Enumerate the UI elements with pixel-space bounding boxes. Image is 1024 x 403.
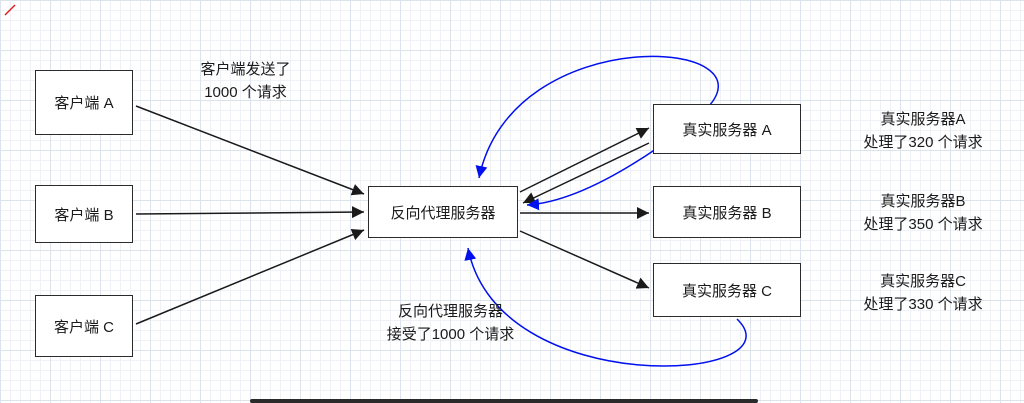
arrow-proxy-to-server-c <box>519 230 650 289</box>
stray-red-mark <box>4 4 16 16</box>
client-b-label: 客户端 B <box>54 206 114 224</box>
server-b-box[interactable]: 真实服务器 B <box>653 186 801 238</box>
annotation-server-a-line1: 真实服务器A <box>880 111 966 128</box>
server-c-label: 真实服务器 C <box>681 282 772 300</box>
annotation-clients-sent-line1: 客户端发送了 <box>200 61 291 78</box>
reverse-proxy-box[interactable]: 反向代理服务器 <box>368 186 518 238</box>
annotation-server-b-line1: 真实服务器B <box>880 193 966 210</box>
annotation-proxy-received: 反向代理服务器 接受了1000 个请求 <box>358 300 543 346</box>
annotation-proxy-received-line1: 反向代理服务器 <box>397 303 503 320</box>
response-curve-server-a-to-proxy <box>526 148 657 211</box>
arrow-client-c-to-proxy <box>135 229 365 325</box>
annotation-server-b-line2: 处理了350 个请求 <box>863 216 983 233</box>
client-b-box[interactable]: 客户端 B <box>35 185 133 243</box>
client-c-box[interactable]: 客户端 C <box>35 295 133 357</box>
server-a-box[interactable]: 真实服务器 A <box>653 104 801 154</box>
client-c-label: 客户端 C <box>53 318 114 336</box>
annotation-server-c-line1: 真实服务器C <box>880 273 966 290</box>
annotation-proxy-received-line2: 接受了1000 个请求 <box>386 326 515 343</box>
arrow-server-a-to-proxy <box>522 142 650 204</box>
arrow-client-a-to-proxy <box>135 105 365 196</box>
annotation-server-c-handled: 真实服务器C 处理了330 个请求 <box>838 270 1008 316</box>
annotation-clients-sent: 客户端发送了 1000 个请求 <box>168 58 323 104</box>
annotation-server-b-handled: 真实服务器B 处理了350 个请求 <box>838 190 1008 236</box>
annotation-server-a-line2: 处理了320 个请求 <box>863 134 983 151</box>
horizontal-scrollbar-thumb[interactable] <box>250 399 758 403</box>
server-b-label: 真实服务器 B <box>682 204 772 222</box>
arrow-client-b-to-proxy <box>135 206 365 219</box>
reverse-proxy-label: 反向代理服务器 <box>390 204 496 222</box>
client-a-label: 客户端 A <box>54 95 114 112</box>
arrow-proxy-to-server-a <box>519 127 650 193</box>
annotation-server-c-line2: 处理了330 个请求 <box>863 296 983 313</box>
server-c-box[interactable]: 真实服务器 C <box>653 263 801 317</box>
annotation-server-a-handled: 真实服务器A 处理了320 个请求 <box>838 108 1008 154</box>
client-a-box[interactable]: 客户端 A <box>35 70 133 135</box>
server-a-label: 真实服务器 A <box>682 121 772 139</box>
annotation-clients-sent-line2: 1000 个请求 <box>204 84 287 101</box>
